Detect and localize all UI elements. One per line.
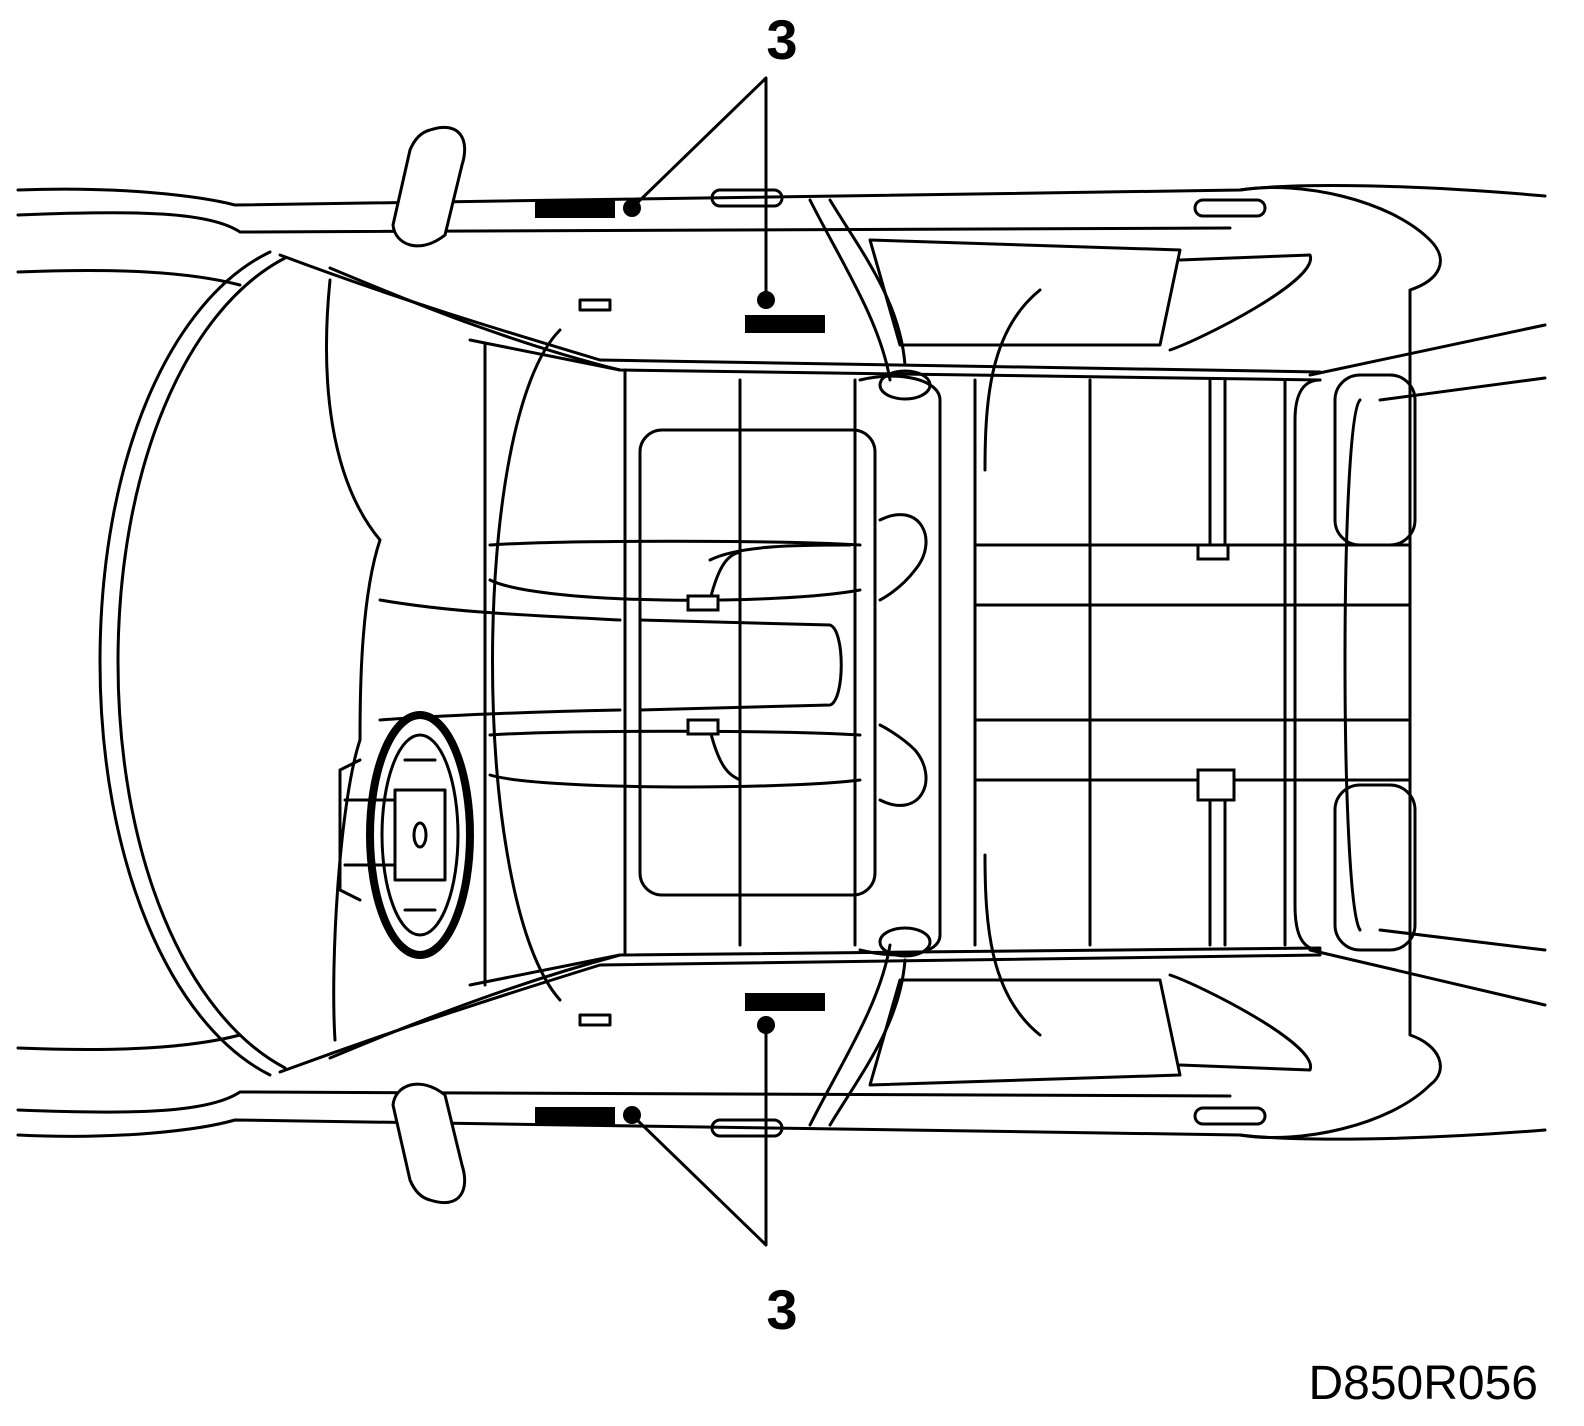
callout-leaders [623, 76, 775, 1247]
label-marker-front-right [535, 1107, 615, 1125]
door-handles [578, 188, 1267, 1138]
front-seats [488, 368, 942, 958]
side-mirror-icon [391, 126, 467, 1204]
callout-label-top: 3 [766, 8, 798, 71]
label-marker-door-right [745, 993, 825, 1011]
figure-code: D850R056 [1308, 1357, 1539, 1410]
label-marker-door-left [745, 315, 825, 333]
rear-seat [973, 373, 1417, 952]
label-markers [535, 200, 825, 1125]
label-marker-front-left [535, 200, 615, 218]
callout-label-bottom: 3 [766, 1278, 798, 1341]
steering-wheel-icon [338, 711, 474, 959]
vehicle-body-outline [16, 183, 1547, 1141]
